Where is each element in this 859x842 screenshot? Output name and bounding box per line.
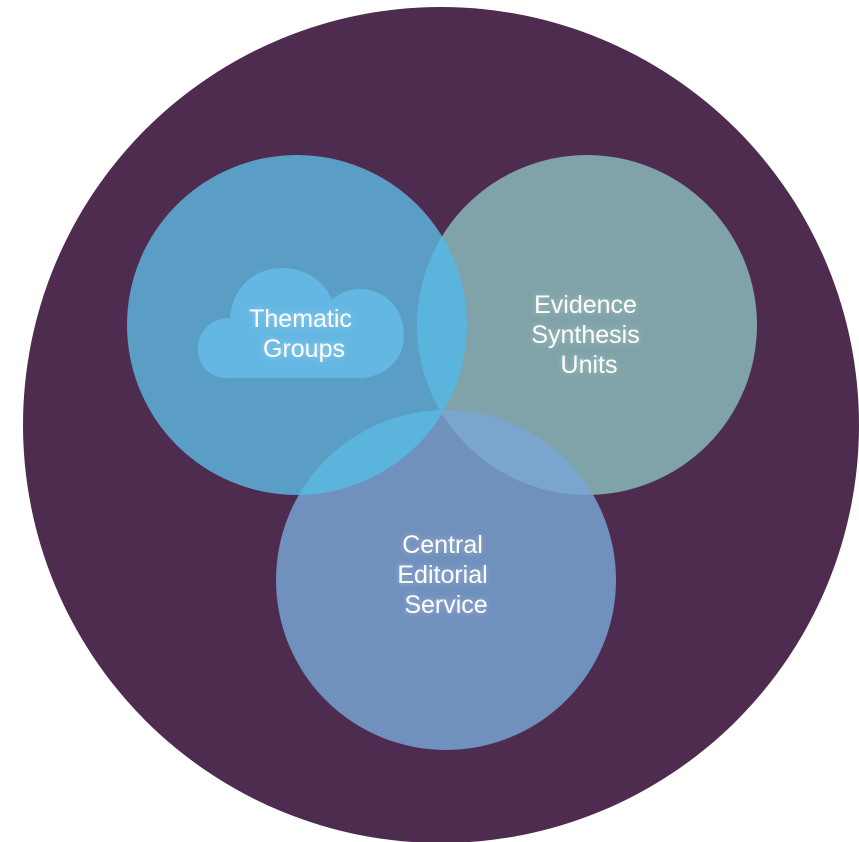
evidence-synthesis-units-label: Evidence Synthesis Units xyxy=(531,291,646,379)
central-editorial-service-circle xyxy=(276,410,616,750)
thematic-groups-label: Thematic Groups xyxy=(249,305,359,363)
evidence-synthesis-units-circle xyxy=(417,155,757,495)
cloud-icon xyxy=(197,268,404,378)
central-editorial-service-label: Central Editorial Service xyxy=(397,531,494,619)
